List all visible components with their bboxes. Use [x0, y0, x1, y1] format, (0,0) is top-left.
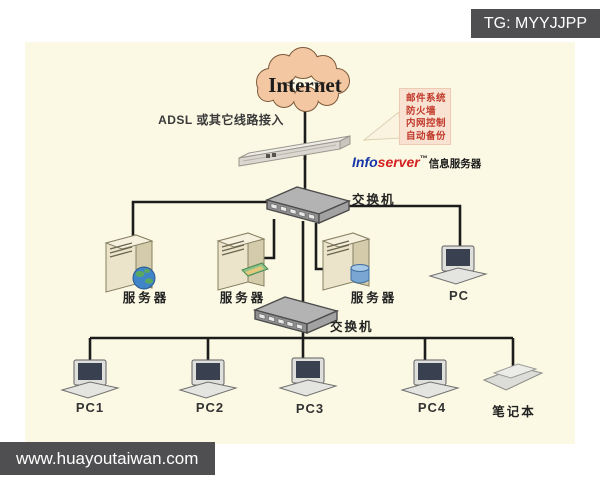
internet-label: Internet [268, 73, 342, 97]
callout-line: 内网控制 [406, 118, 447, 129]
laptop-label: 笔记本 [492, 405, 536, 419]
brand-info: Info [352, 154, 378, 170]
database-icon [350, 264, 370, 284]
server3-label: 服务器 [350, 291, 398, 305]
pc3-label: PC3 [295, 401, 325, 416]
server1-icon [104, 234, 156, 293]
website-watermark-bar: www.huayoutaiwan.com [0, 442, 215, 475]
pc2-icon [178, 359, 238, 399]
infoserver-brand-label: Infoserver™信息服务器 [352, 154, 522, 171]
server2-label: 服务器 [219, 291, 267, 305]
brand-tm: ™ [419, 154, 428, 163]
internet-cloud-icon [256, 47, 350, 112]
switch2-label: 交换机 [330, 320, 374, 334]
callout-line: 邮件系统 [406, 93, 447, 104]
tg-watermark-badge: TG: MYYJJPP [470, 9, 600, 38]
feature-callout-box: 邮件系统 防火墙 内网控制 自动备份 [399, 88, 451, 145]
pc4-label: PC4 [417, 400, 447, 415]
brand-suffix: 信息服务器 [428, 158, 482, 170]
nic-card-icon [241, 262, 269, 277]
server1-label: 服务器 [122, 291, 170, 305]
pc4-icon [400, 359, 460, 399]
globe-icon [132, 266, 156, 290]
switch1-label: 交换机 [352, 193, 396, 207]
switch2-icon [252, 296, 340, 335]
adsl-line-label: ADSL 或其它线路接入 [158, 113, 284, 127]
pc1-label: PC1 [75, 400, 105, 415]
callout-line: 自动备份 [406, 130, 447, 142]
rack-server-icon [238, 135, 351, 167]
pc2-label: PC2 [195, 400, 225, 415]
brand-server: server [377, 154, 420, 170]
pc-label: PC [448, 288, 470, 303]
laptop-icon [482, 363, 544, 391]
callout-line: 防火墙 [406, 105, 437, 117]
desktop-pc-icon [428, 245, 488, 285]
callout-pointer [362, 111, 402, 141]
pc1-icon [60, 359, 120, 399]
server3-icon [321, 232, 371, 291]
pc3-icon [278, 357, 338, 397]
switch1-icon [264, 186, 352, 225]
server2-icon [216, 232, 269, 291]
